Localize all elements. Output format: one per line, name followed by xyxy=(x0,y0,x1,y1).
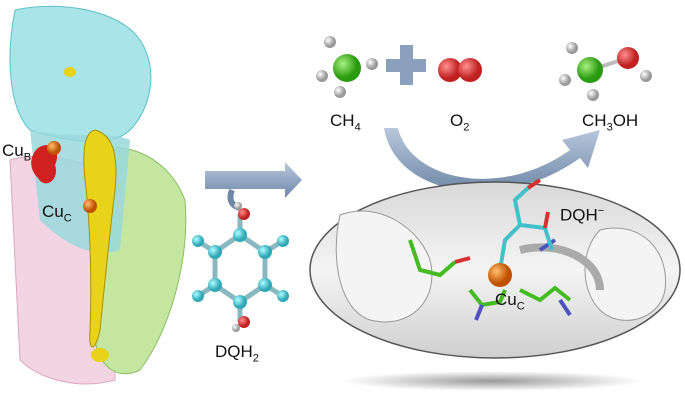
label-o2: O2 xyxy=(450,111,470,134)
methane-molecule xyxy=(316,36,378,98)
shadow xyxy=(342,371,642,391)
label-cu-b: CuB xyxy=(2,141,32,164)
label-dqh-minus: DQH− xyxy=(560,205,605,225)
reaction-arrow-right xyxy=(205,162,302,211)
methanol-molecule xyxy=(559,42,652,101)
label-dqh2: DQH2 xyxy=(215,342,259,365)
oxygen-molecule xyxy=(438,58,482,82)
active-site-view xyxy=(309,178,681,359)
dqh2-molecule xyxy=(192,202,289,332)
pmmo-protein-structure xyxy=(9,5,187,385)
label-cu-c-site: CuC xyxy=(495,290,525,313)
label-ch3oh: CH3OH xyxy=(582,111,639,134)
curved-reaction-arrow xyxy=(384,128,600,192)
label-ch4: CH4 xyxy=(330,111,361,134)
label-cu-c-protein: CuC xyxy=(42,202,72,225)
plus-icon xyxy=(386,45,426,85)
